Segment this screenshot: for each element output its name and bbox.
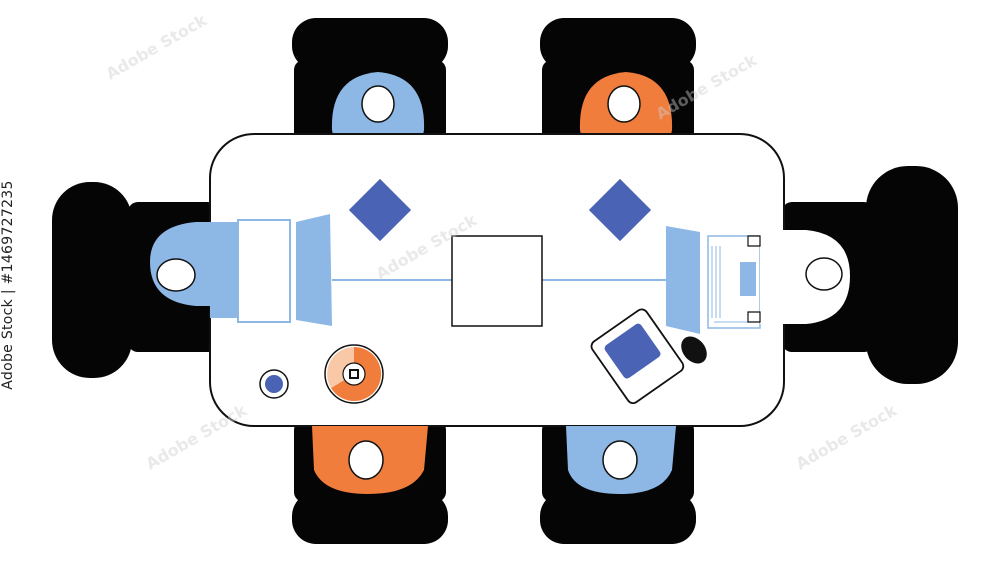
person-bottom-left <box>312 426 428 494</box>
coffee-cup-icon <box>259 369 289 399</box>
watermark-tile-text: Adobe Stock <box>793 400 901 473</box>
laptop-right <box>666 226 761 334</box>
laptop-icon <box>237 214 332 326</box>
person-bottom-right <box>566 426 676 494</box>
watermark-side-text: Adobe Stock | #1469727235 <box>0 180 16 390</box>
watermark-side: Adobe Stock | #1469727235 <box>0 125 20 445</box>
person-right <box>747 230 851 324</box>
document-icon <box>451 235 543 327</box>
computer-mouse-icon <box>681 336 707 364</box>
watermark-tile-text: Adobe Stock <box>143 400 251 473</box>
tablet-icon <box>590 308 685 405</box>
watermark-tile-text: Adobe Stock <box>103 10 211 83</box>
sticky-note-left <box>348 178 412 242</box>
sticky-note-right <box>588 178 652 242</box>
person-left <box>150 222 242 318</box>
pie-chart-icon <box>324 344 384 404</box>
